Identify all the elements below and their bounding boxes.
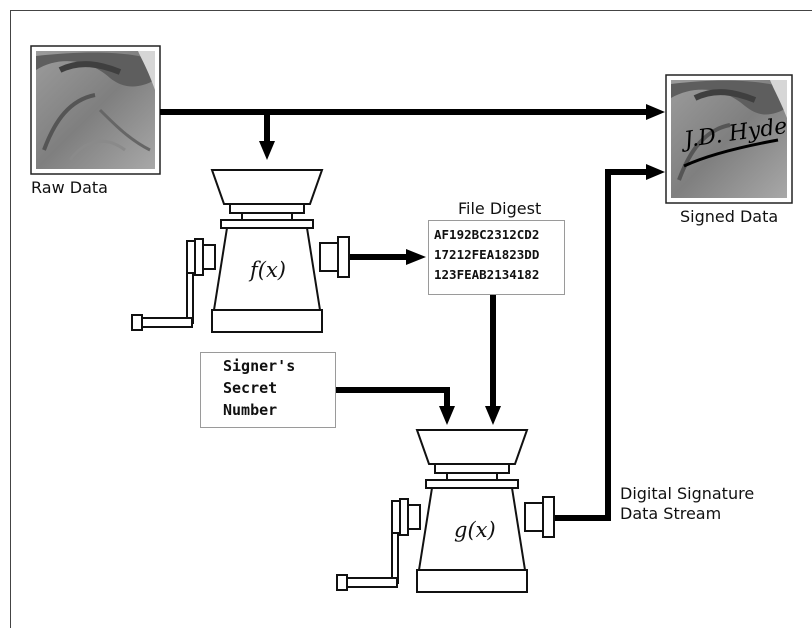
function-f-label: f(x) [250, 258, 287, 282]
signing-machine-g [336, 429, 555, 593]
raw-data-image [30, 45, 161, 175]
arrow-head [439, 406, 455, 425]
arrow-head [485, 406, 501, 425]
secret-line: Number [223, 401, 278, 419]
secret-number-box: Signer's Secret Number [200, 352, 336, 428]
digital-signature-label-line2: Data Stream [620, 504, 722, 523]
frame-border [10, 10, 812, 628]
signature-stroke [683, 138, 779, 168]
digest-line: 17212FEA1823DD [434, 247, 540, 262]
secret-line: Secret [223, 379, 278, 397]
secret-line: Signer's [223, 357, 296, 375]
signed-data-image [665, 74, 793, 204]
function-g-label: g(x) [454, 518, 496, 542]
arrow-head [406, 249, 426, 265]
digest-line: AF192BC2312CD2 [434, 227, 540, 242]
arrow-head [646, 104, 665, 120]
file-digest-box: AF192BC2312CD2 17212FEA1823DD 123FEAB213… [428, 220, 565, 295]
arrow-head [259, 141, 275, 160]
hash-machine-f [131, 169, 350, 333]
signed-data-label: Signed Data [680, 207, 779, 226]
digest-line: 123FEAB2134182 [434, 267, 540, 282]
flow-arrows [160, 104, 665, 521]
arrow-head [646, 164, 665, 180]
raw-data-label: Raw Data [31, 178, 108, 197]
digital-signature-label-line1: Digital Signature [620, 484, 755, 503]
file-digest-label: File Digest [458, 199, 542, 218]
